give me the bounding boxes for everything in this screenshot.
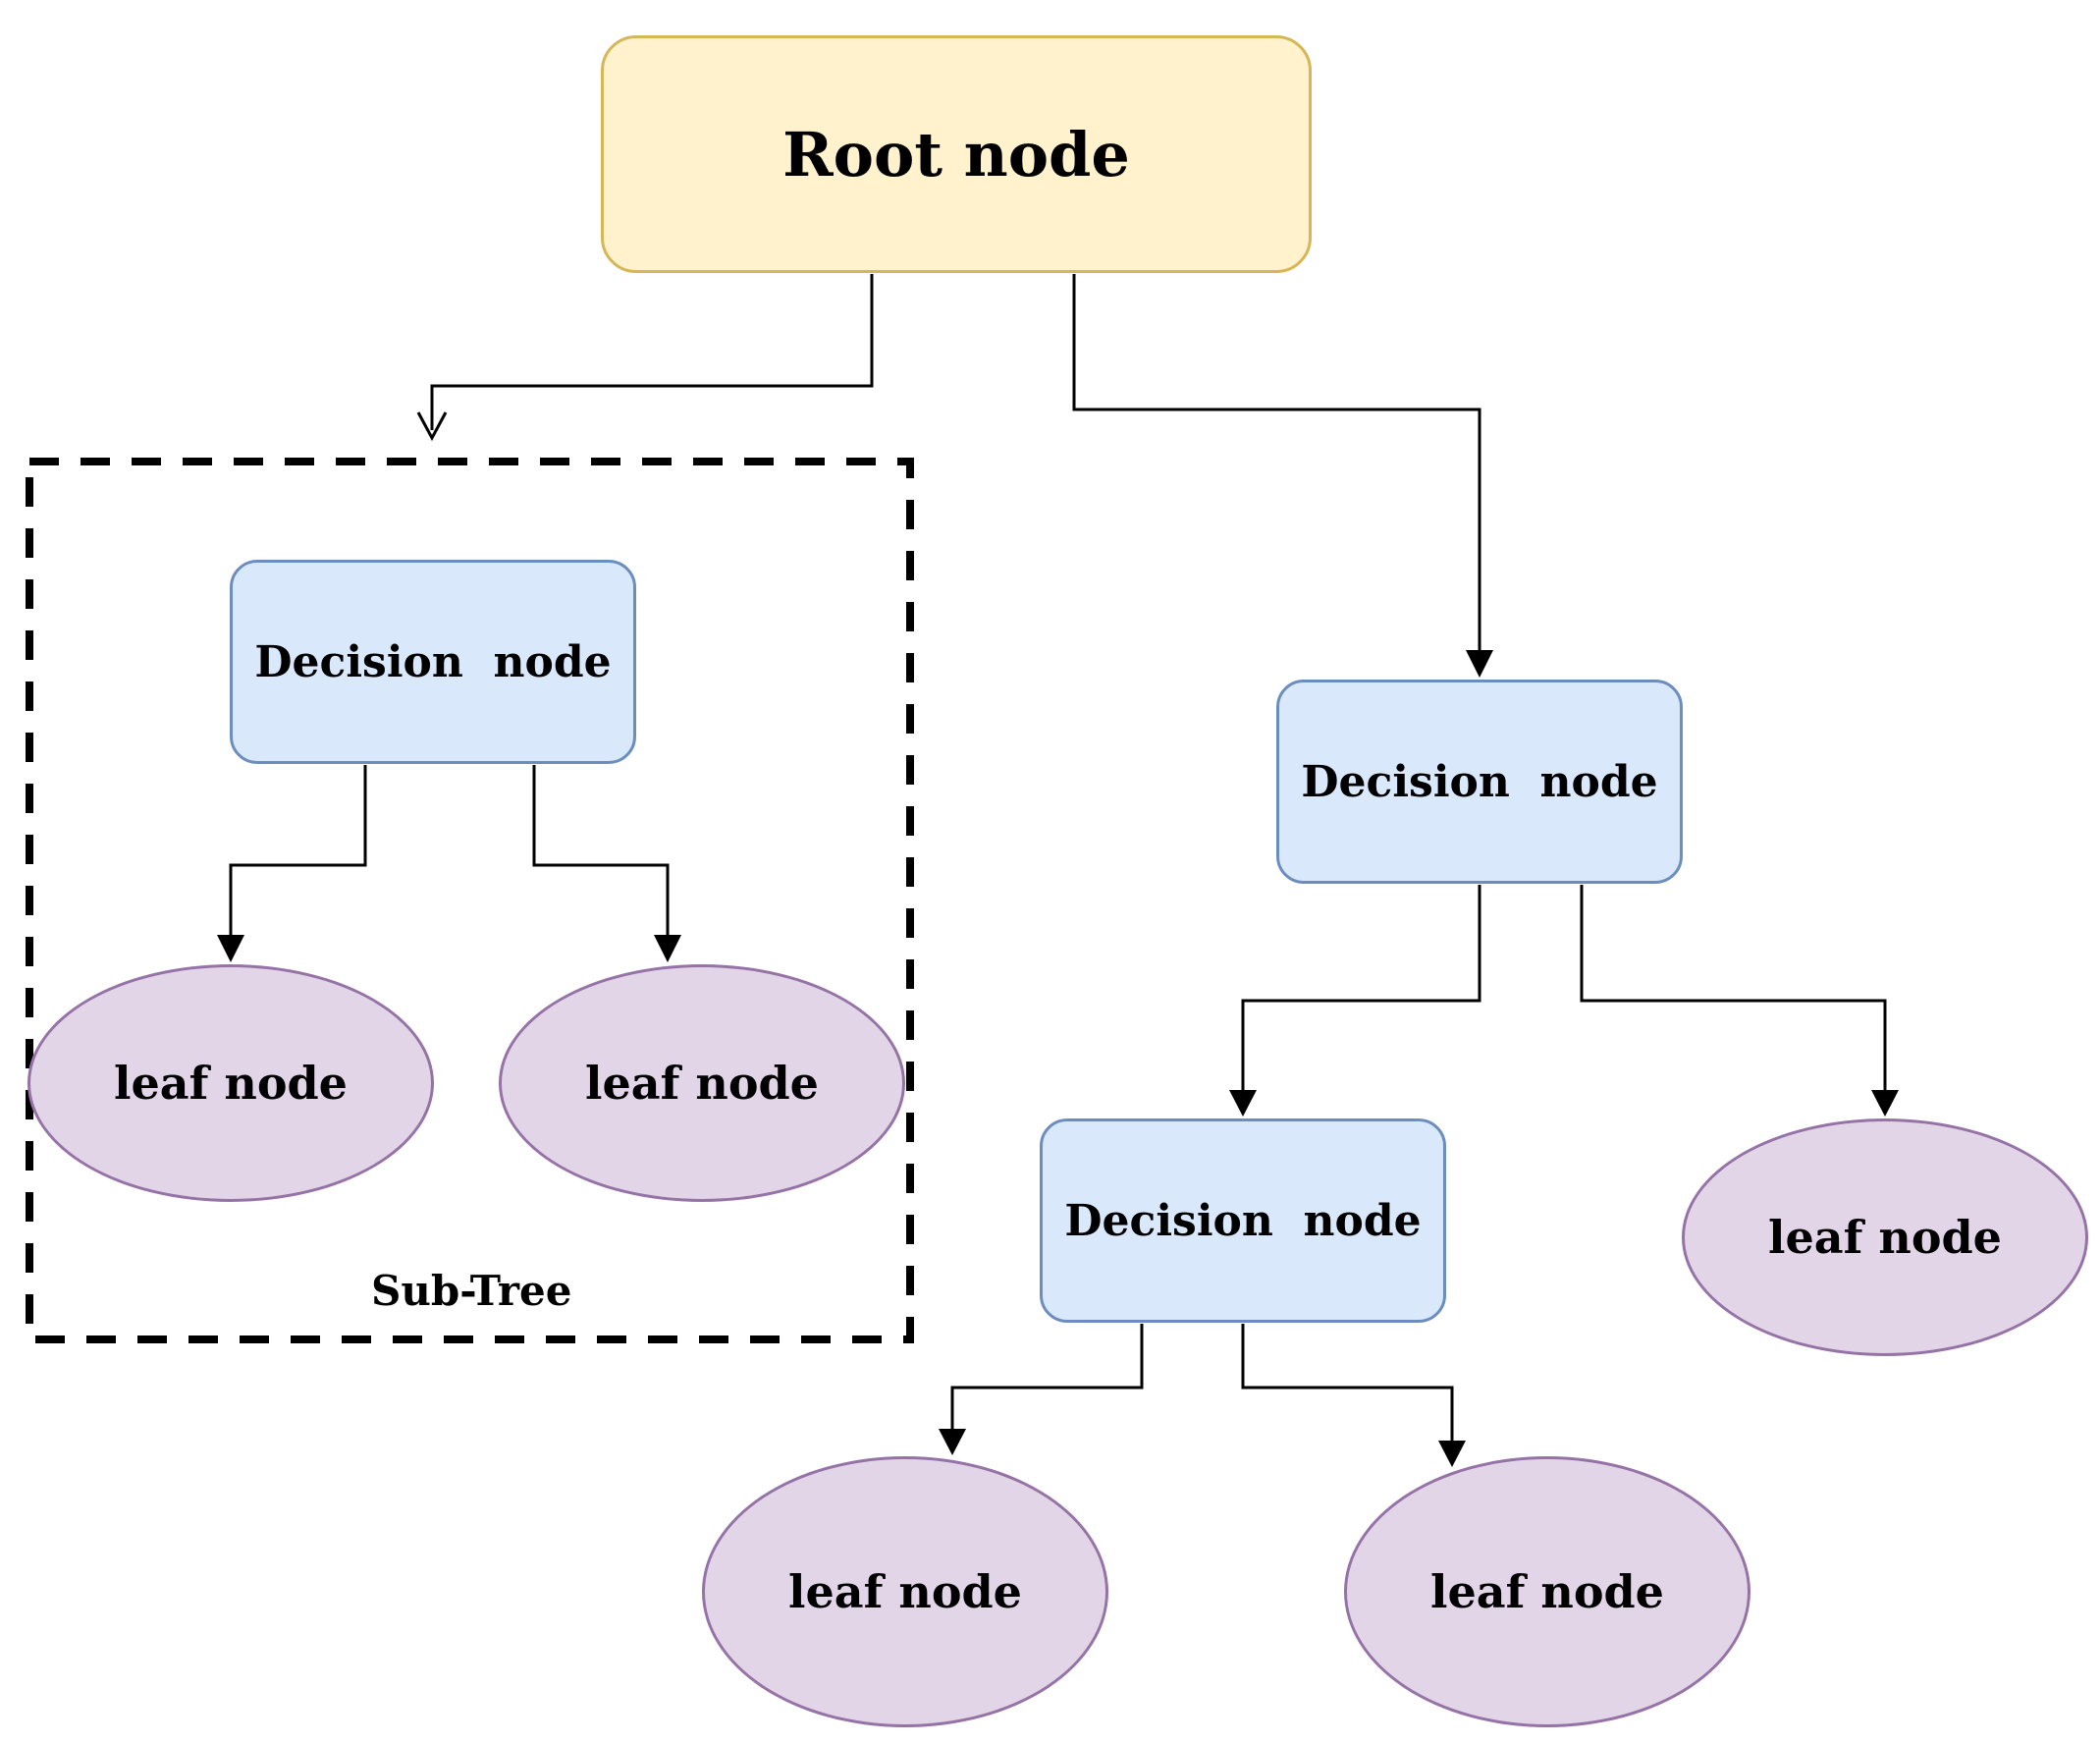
edge-root-to-decision-2 bbox=[1072, 274, 1481, 668]
leaf-node-subtree-left: leaf node bbox=[27, 964, 434, 1202]
leaf-node-subtree-right: leaf node bbox=[499, 964, 905, 1202]
leaf-node-bottom-right: leaf node bbox=[1344, 1456, 1750, 1727]
root-node: Root node bbox=[601, 35, 1312, 273]
edge-decision-2-to-decision-3 bbox=[1241, 885, 1481, 1107]
edge-root-to-subtree bbox=[430, 274, 874, 430]
arrowhead-decision-1-to-leaf-1 bbox=[217, 935, 244, 962]
edge-decision-1-to-leaf-2 bbox=[532, 765, 670, 951]
edge-decision-3-to-leaf-4 bbox=[950, 1324, 1144, 1444]
subtree-frame bbox=[26, 458, 914, 1343]
arrowhead-root-to-decision-2 bbox=[1466, 650, 1493, 678]
leaf-node-bottom-left: leaf node bbox=[702, 1456, 1108, 1727]
arrowhead-decision-3-to-leaf-5 bbox=[1438, 1441, 1466, 1467]
decision-node-lower: Decision node bbox=[1040, 1118, 1446, 1323]
edge-decision-3-to-leaf-5 bbox=[1241, 1324, 1454, 1453]
arrowhead-decision-1-to-leaf-2 bbox=[654, 935, 681, 962]
edge-decision-1-to-leaf-1 bbox=[229, 765, 367, 951]
subtree-label: Sub-Tree bbox=[371, 1267, 572, 1315]
leaf-node-right: leaf node bbox=[1682, 1118, 2088, 1356]
edge-decision-2-to-leaf-3 bbox=[1580, 885, 1887, 1107]
decision-node-right: Decision node bbox=[1276, 680, 1683, 884]
arrowhead-root-to-subtree bbox=[416, 411, 448, 442]
arrowhead-decision-2-to-decision-3 bbox=[1229, 1090, 1257, 1117]
arrowhead-decision-2-to-leaf-3 bbox=[1871, 1090, 1899, 1117]
decision-node-subtree: Decision node bbox=[230, 560, 636, 764]
arrowhead-decision-3-to-leaf-4 bbox=[939, 1429, 966, 1455]
